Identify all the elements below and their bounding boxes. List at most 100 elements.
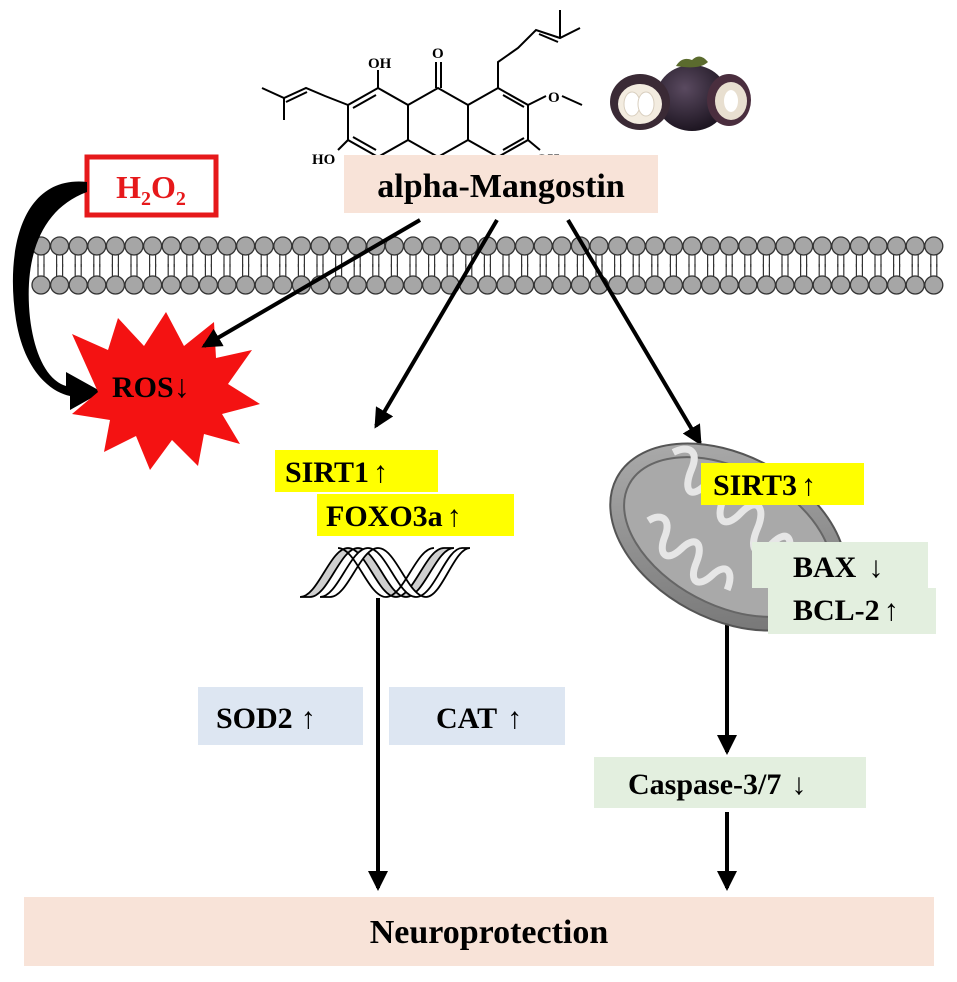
chemical-structure (261, 10, 583, 159)
lipid-head (682, 236, 702, 256)
lipid-head (49, 275, 70, 295)
arrow-to-mitochondria (566, 218, 702, 446)
lipid-head (700, 236, 721, 256)
bax-label: BAX↓ (793, 551, 883, 584)
lipid-head (831, 275, 851, 295)
lipid-head (180, 236, 200, 256)
lipid-head (49, 236, 70, 256)
caspase-label: Caspase-3/7↓ (628, 768, 806, 801)
lipid-head (570, 275, 591, 295)
lipid-head (87, 236, 107, 256)
lipid-head (663, 275, 684, 295)
lipid-head (533, 236, 553, 256)
lipid-head (849, 236, 870, 256)
sod2-box (198, 687, 363, 745)
bax-box (752, 542, 928, 588)
lipid-head (366, 275, 386, 295)
ros-burst (72, 312, 260, 470)
lipid-head (161, 236, 181, 256)
lipid-head (645, 236, 665, 256)
sirt3-label: SIRT3↑ (713, 469, 816, 502)
lipid-head (849, 275, 870, 295)
lipid-head (217, 236, 237, 256)
compound-box (344, 155, 658, 213)
lipid-head (273, 236, 293, 256)
lipid-head (459, 236, 479, 256)
lipid-head (384, 275, 405, 295)
caspase-box (594, 757, 866, 808)
lipid-head (626, 275, 646, 295)
lipid-head (254, 236, 274, 256)
lipid-head (589, 236, 609, 256)
cell-membrane-icon (31, 236, 944, 295)
lipid-head (235, 236, 256, 256)
bcl2-label: BCL-2↑ (793, 594, 899, 627)
lipid-head (886, 236, 907, 256)
lipid-head (403, 275, 423, 295)
lipid-head (756, 236, 777, 256)
neuroprotection-label: Neuroprotection (370, 914, 609, 951)
lipid-head (440, 236, 460, 256)
lipid-head (552, 275, 572, 295)
sirt1-label: SIRT1↑ (285, 456, 388, 489)
lipid-head (31, 275, 51, 295)
lipid-head (924, 275, 944, 295)
cat-box (389, 687, 565, 745)
lipid-head (626, 236, 646, 256)
h2o2-to-ros-arrow (12, 181, 102, 410)
lipid-head (719, 236, 739, 256)
lipid-head (607, 236, 628, 256)
dna-helix-icon (299, 547, 471, 598)
oh-top-label: OH (368, 56, 392, 72)
lipid-head (124, 275, 144, 295)
lipid-head (254, 275, 274, 295)
lipid-head (868, 275, 888, 295)
lipid-head (775, 275, 795, 295)
carbonyl-o-label: O (432, 46, 444, 62)
lipid-head (514, 236, 535, 256)
bcl2-box (768, 588, 936, 634)
lipid-head (738, 275, 758, 295)
arrow-to-sirt1 (374, 218, 499, 429)
lipid-head (235, 275, 256, 295)
lipid-head (142, 236, 163, 256)
lipid-head (273, 275, 293, 295)
methoxy-o-label: O (548, 90, 560, 106)
lipid-head (738, 236, 758, 256)
lipid-head (775, 236, 795, 256)
lipid-head (905, 236, 925, 256)
lipid-head (868, 236, 888, 256)
lipid-head (514, 275, 535, 295)
compound-name: alpha-Mangostin (377, 168, 625, 205)
lipid-head (886, 275, 907, 295)
mangosteen-fruit-icon (610, 56, 751, 131)
lipid-head (87, 275, 107, 295)
cat-label: CAT↑ (436, 702, 522, 735)
foxo3a-box (317, 494, 514, 536)
sod2-label: SOD2↑ (216, 702, 316, 735)
lipid-head (905, 275, 925, 295)
lipid-head (347, 275, 367, 295)
lipid-head (793, 275, 814, 295)
foxo3a-label: FOXO3a↑ (326, 500, 462, 533)
lipid-head (124, 236, 144, 256)
lipid-head (68, 236, 88, 256)
lipid-head (700, 275, 721, 295)
sirt3-box (701, 463, 864, 505)
h2o2-label: H2O2 (116, 169, 186, 210)
lipid-head (68, 275, 88, 295)
lipid-head (663, 236, 684, 256)
lipid-head (198, 236, 219, 256)
lipid-head (812, 236, 832, 256)
lipid-head (310, 236, 330, 256)
lipid-head (328, 275, 349, 295)
lipid-head (924, 236, 944, 256)
lipid-head (421, 236, 442, 256)
lipid-head (552, 236, 572, 256)
lipid-head (403, 236, 423, 256)
lipid-head (645, 275, 665, 295)
lipid-head (198, 275, 219, 295)
lipid-head (161, 275, 181, 295)
lipid-head (496, 236, 516, 256)
